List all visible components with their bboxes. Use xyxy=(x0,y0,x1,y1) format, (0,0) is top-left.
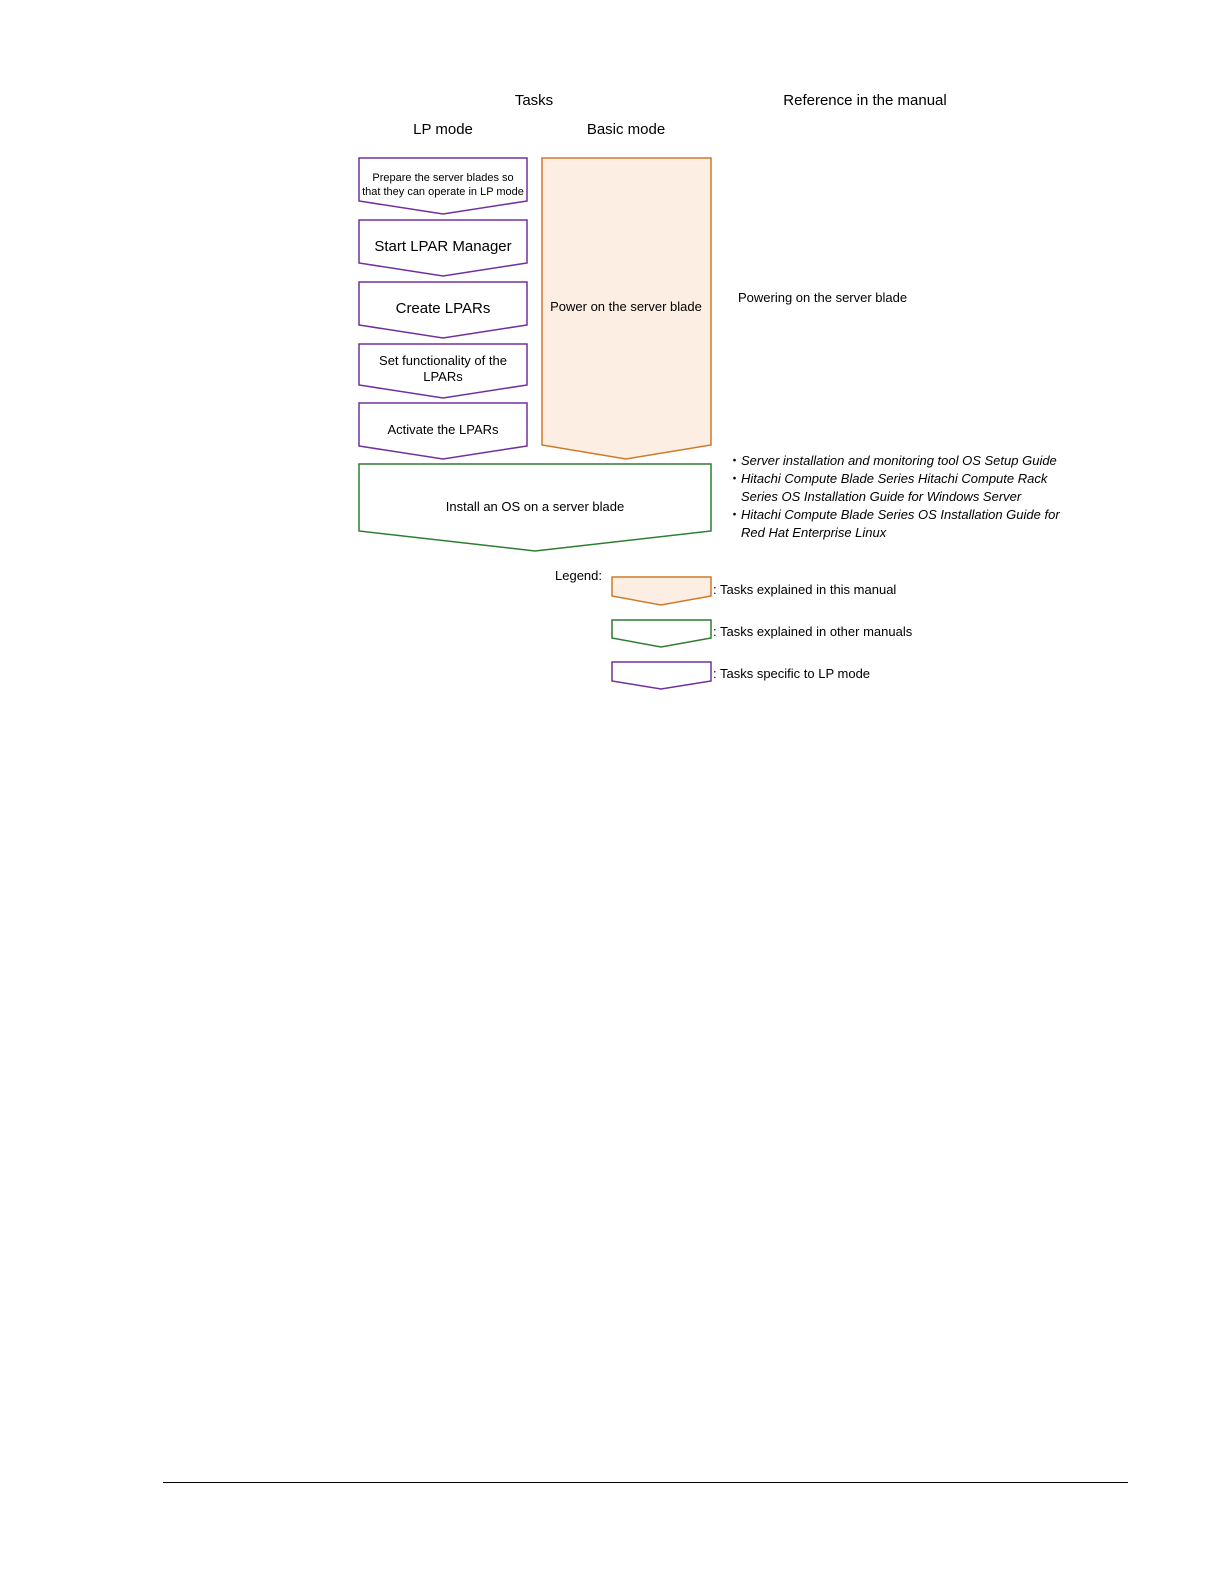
legend-label-lp-mode: : Tasks specific to LP mode xyxy=(713,666,871,681)
legend-shape-this-manual xyxy=(611,576,712,606)
lp-box-activate xyxy=(358,402,528,460)
install-task-label: Install an OS on a server blade xyxy=(445,499,625,514)
reference-install-text: Hitachi Compute Blade Series OS Installa… xyxy=(741,507,1060,540)
reference-install-item: ・ Server installation and monitoring too… xyxy=(728,452,1086,470)
lp-box-set xyxy=(358,343,528,399)
legend-label-this-manual: : Tasks explained in this manual xyxy=(713,582,897,597)
legend-label-other-manuals: : Tasks explained in other manuals xyxy=(713,624,913,639)
bullet: ・ xyxy=(728,453,742,468)
tasks-header: Tasks xyxy=(514,92,554,109)
legend-title: Legend: xyxy=(555,568,602,583)
legend-shape-other-manuals xyxy=(611,619,712,648)
lp-task-activate-label: Activate the LPARs xyxy=(387,422,499,437)
bullet: ・ xyxy=(728,507,742,522)
reference-header: Reference in the manual xyxy=(783,92,947,109)
bullet: ・ xyxy=(728,471,742,486)
legend-shape-lp-mode xyxy=(611,661,712,690)
install-box xyxy=(358,463,712,552)
reference-install-text: Server installation and monitoring tool … xyxy=(741,453,1057,468)
reference-install-list: ・ Server installation and monitoring too… xyxy=(728,452,1086,542)
lp-task-start-label: Start LPAR Manager xyxy=(374,238,512,255)
reference-install-text: Hitachi Compute Blade Series Hitachi Com… xyxy=(741,471,1048,504)
basic-box-power-on xyxy=(541,157,712,460)
lp-box-create xyxy=(358,281,528,339)
reference-power-on: Powering on the server blade xyxy=(738,290,908,305)
footer-rule xyxy=(163,1482,1128,1483)
basic-mode-header: Basic mode xyxy=(586,121,666,138)
lp-task-prepare-label: Prepare the server blades so that they c… xyxy=(362,172,524,198)
lp-task-set-label: Set functionality of the LPARs xyxy=(379,353,507,384)
reference-install-item: ・ Hitachi Compute Blade Series Hitachi C… xyxy=(728,470,1086,506)
basic-task-label: Power on the server blade xyxy=(550,299,702,314)
lp-box-prepare xyxy=(358,157,528,215)
lp-box-start xyxy=(358,219,528,277)
reference-install-item: ・ Hitachi Compute Blade Series OS Instal… xyxy=(728,506,1086,542)
lp-task-create-label: Create LPARs xyxy=(395,300,491,317)
lp-mode-header: LP mode xyxy=(413,121,473,138)
